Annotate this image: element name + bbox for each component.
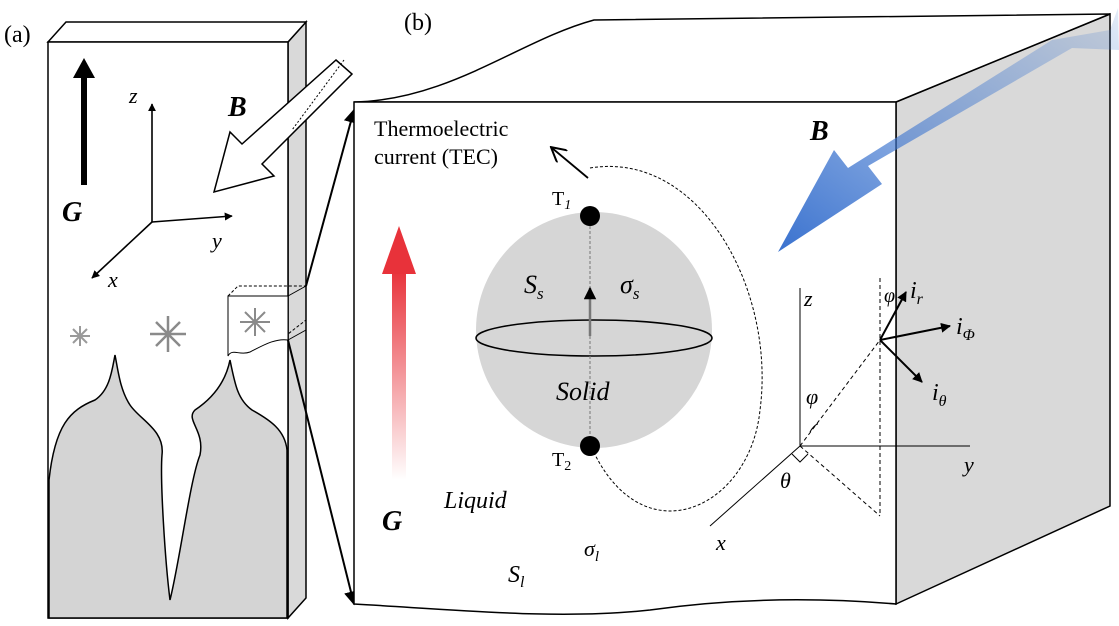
sphere-equator <box>475 319 713 357</box>
gravity-label-b: G <box>382 506 402 537</box>
axis-z-label-a: z <box>128 83 138 108</box>
solid-sphere <box>476 212 712 448</box>
tec-loop <box>589 165 763 512</box>
spherical-coords <box>709 278 970 527</box>
gravity-arrow-b <box>392 270 406 480</box>
axis-y-a <box>151 212 233 223</box>
point-t2 <box>580 436 600 456</box>
phi-angle-label: φ <box>806 384 818 409</box>
ir-label: ir <box>910 278 924 308</box>
phi-top-label: φ <box>884 285 895 307</box>
field-arrow-a <box>212 58 354 194</box>
theta-angle-label: θ <box>780 468 791 493</box>
crystal-medium <box>150 316 186 352</box>
panel-a: (a) G <box>4 20 354 620</box>
point-t1 <box>580 206 600 226</box>
axis-x-a <box>91 221 153 279</box>
axis-y-label-b: y <box>962 452 974 477</box>
tec-label-line1: Thermoelectric <box>374 116 509 141</box>
gravity-arrowhead-b <box>382 226 416 274</box>
axis-x-label-b: x <box>715 530 726 555</box>
itheta-label: iθ <box>932 380 947 410</box>
field-label-b: B <box>809 116 829 147</box>
panel-b-side-face <box>895 12 1111 606</box>
axis-y-label-a: y <box>210 228 222 253</box>
t2-label: T2 <box>552 449 571 474</box>
panel-b-top-face <box>353 13 1111 103</box>
liquid-label: Liquid <box>443 488 508 514</box>
field-label-a: B <box>227 92 247 123</box>
zoom-connectors <box>287 59 358 606</box>
field-arrow-b <box>778 8 1119 252</box>
crystal-small <box>70 326 90 346</box>
gravity-label-a: G <box>62 197 82 228</box>
t1-label: T1 <box>552 188 571 213</box>
tec-arrow <box>552 148 589 179</box>
liquid-entropy-label: Sl <box>508 562 525 591</box>
panel-a-label: (a) <box>4 22 31 48</box>
solid-sigma-label: σs <box>620 270 640 303</box>
panel-a-top-face <box>46 21 308 43</box>
panel-b-label: (b) <box>404 10 432 36</box>
tec-label-line2: current (TEC) <box>374 144 498 169</box>
liquid-sigma-label: σl <box>584 536 599 565</box>
sample-cube <box>227 285 307 357</box>
dendrite-shape <box>48 354 288 619</box>
gravity-arrowhead-a <box>73 58 95 78</box>
panel-b: (b) T1 T2 Ss σs Solid Thermoelectric cur… <box>353 8 1119 615</box>
solid-entropy-label: Ss <box>524 270 544 303</box>
solid-label: Solid <box>556 377 610 406</box>
axis-z-label-b: z <box>803 286 813 311</box>
axis-x-label-a: x <box>107 267 118 292</box>
iphi-label: iΦ <box>956 314 975 344</box>
